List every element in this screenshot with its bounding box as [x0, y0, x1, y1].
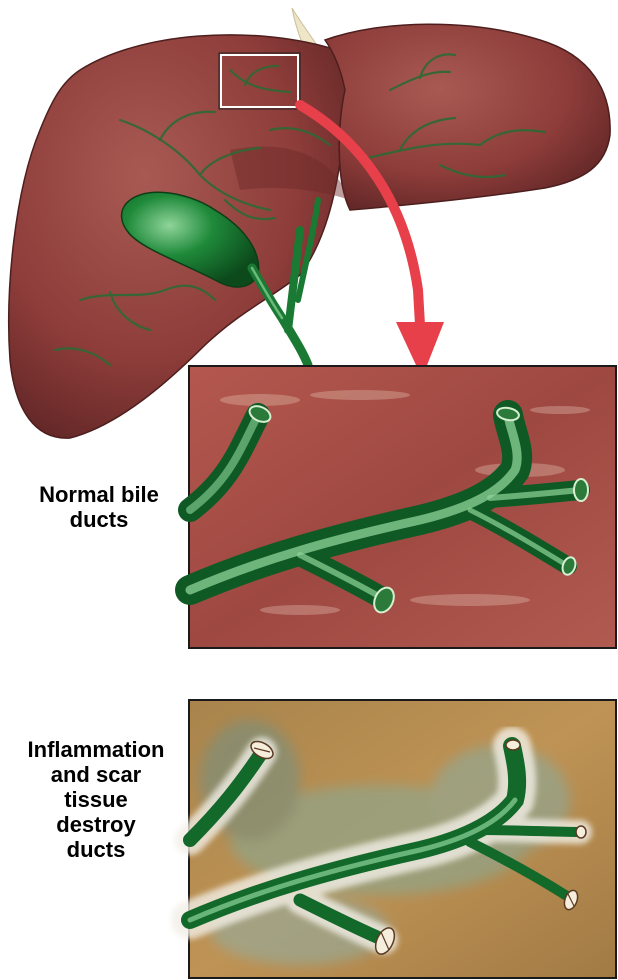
inflammation-label: Inflammation and scar tissue destroy duc… — [4, 737, 188, 862]
normal-bile-ducts-label: Normal bile ducts — [14, 482, 184, 532]
damaged-duct-panel — [189, 700, 616, 978]
healthy-duct-panel — [189, 366, 616, 648]
liver-left-lobe — [325, 24, 610, 210]
